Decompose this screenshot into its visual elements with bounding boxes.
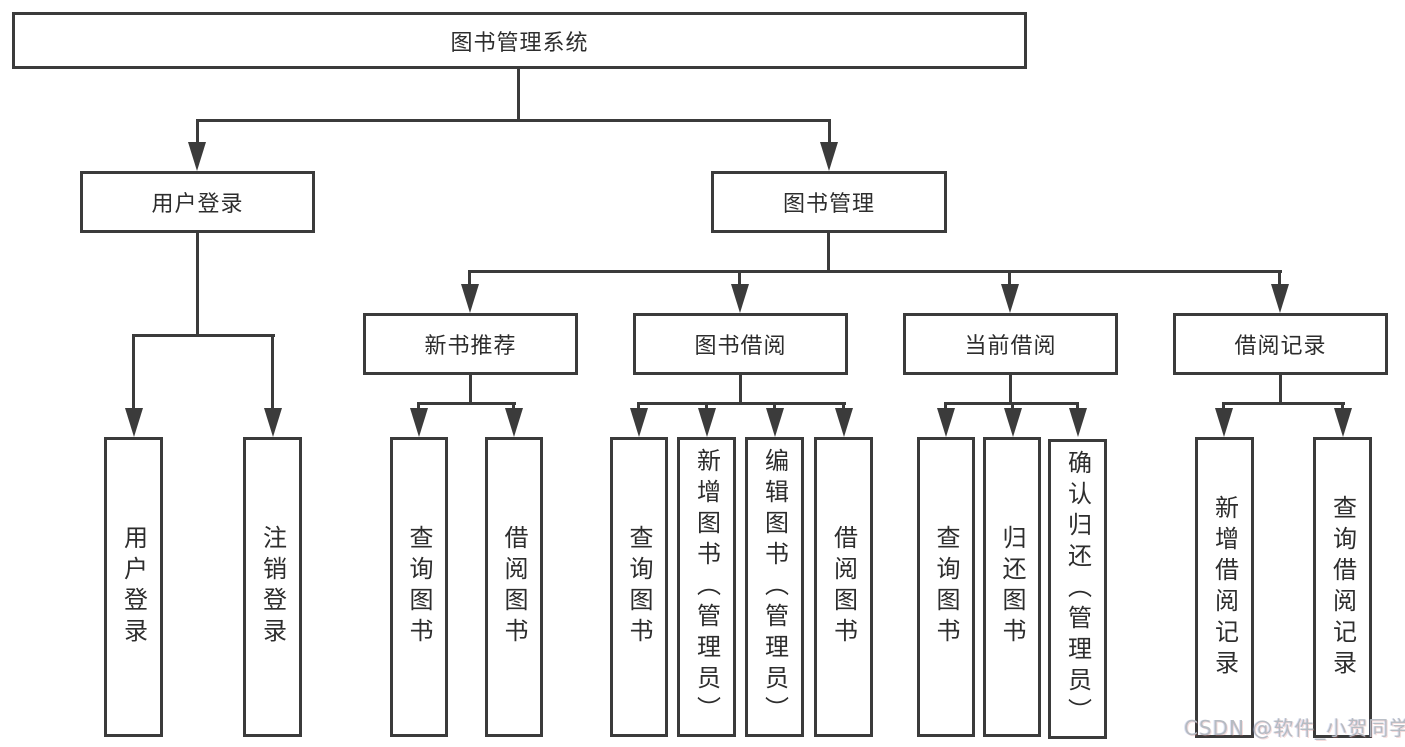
edge-borrowing-records-hbar (1222, 402, 1345, 405)
leaf-user-login: 用户登录 (104, 437, 163, 737)
edge-to-current-borrowing-shaft (1008, 270, 1011, 287)
edge-shaft (417, 402, 420, 411)
edge-new-book-stub (469, 375, 472, 405)
edge-to-borrowing-records-shaft (1278, 270, 1281, 287)
edge-book-borrowing-hbar (637, 402, 846, 405)
arrowhead-leaf-logout (264, 408, 282, 437)
leaf-query-books-2: 查询图书 (610, 437, 668, 737)
edge-current-borrowing-stub (1009, 375, 1012, 405)
edge-root-to-user-login-shaft (196, 119, 199, 145)
edge-root-stub (517, 69, 520, 122)
arrowhead-user-login (188, 142, 206, 171)
csdn-watermark: CSDN @软件_小贺同学 (1184, 716, 1405, 740)
leaf-edit-book-admin: 编辑图书（管理员） (745, 437, 804, 737)
edge-root-to-book-management-shaft (828, 119, 831, 145)
node-book-borrowing: 图书借阅 (633, 313, 848, 375)
arrowhead-query-books-2 (630, 408, 648, 437)
edge-book-management-hbar (468, 270, 1282, 273)
arrowhead-query-books-1 (410, 408, 428, 437)
edge-shaft (1222, 402, 1225, 411)
arrowhead-borrow-books-1 (505, 408, 523, 437)
edge-user-login-hbar (132, 334, 275, 337)
arrowhead-query-borrow-record (1334, 408, 1352, 437)
edge-shaft (1076, 402, 1079, 411)
arrowhead-edit-book-admin (766, 408, 784, 437)
arrowhead-add-book-admin (698, 408, 716, 437)
node-root: 图书管理系统 (12, 12, 1027, 69)
leaf-borrow-books-1: 借阅图书 (485, 437, 543, 737)
arrowhead-leaf-user-login (125, 408, 143, 437)
node-user-login: 用户登录 (80, 171, 315, 233)
edge-shaft (1011, 402, 1014, 411)
edge-shaft (944, 402, 947, 411)
edge-borrowing-records-stub (1279, 375, 1282, 405)
edge-to-book-borrowing-shaft (738, 270, 741, 287)
leaf-confirm-return-admin: 确认归还（管理员） (1048, 439, 1107, 739)
arrowhead-return-books (1004, 408, 1022, 437)
edge-shaft (842, 402, 845, 411)
node-new-book-recommendation: 新书推荐 (363, 313, 578, 375)
leaf-return-books: 归还图书 (983, 437, 1041, 737)
leaf-add-borrow-record: 新增借阅记录 (1195, 437, 1254, 738)
leaf-add-book-admin: 新增图书（管理员） (677, 437, 736, 737)
edge-user-login-stub (196, 233, 199, 337)
edge-to-new-book-shaft (468, 270, 471, 287)
leaf-query-borrow-record: 查询借阅记录 (1313, 437, 1372, 738)
arrowhead-query-books-3 (937, 408, 955, 437)
leaf-borrow-books-2: 借阅图书 (814, 437, 873, 737)
edge-shaft (1341, 402, 1344, 411)
leaf-query-books-1: 查询图书 (390, 437, 448, 737)
edge-shaft (512, 402, 515, 411)
arrowhead-book-management (820, 142, 838, 171)
edge-book-management-stub (827, 233, 830, 273)
arrowhead-confirm-return-admin (1069, 408, 1087, 437)
edge-new-book-hbar (417, 402, 516, 405)
arrowhead-new-book-recommendation (461, 284, 479, 313)
edge-shaft (773, 402, 776, 411)
edge-shaft (705, 402, 708, 411)
node-book-management: 图书管理 (711, 171, 947, 233)
node-current-borrowing: 当前借阅 (903, 313, 1118, 375)
node-borrowing-records: 借阅记录 (1173, 313, 1388, 375)
leaf-logout: 注销登录 (243, 437, 302, 737)
leaf-query-books-3: 查询图书 (917, 437, 975, 737)
edge-book-borrowing-stub (739, 375, 742, 405)
edge-to-leaf-logout-shaft (271, 334, 274, 411)
arrowhead-current-borrowing (1001, 284, 1019, 313)
arrowhead-book-borrowing (731, 284, 749, 313)
edge-root-hbar (196, 119, 831, 122)
arrowhead-add-borrow-record (1215, 408, 1233, 437)
edge-to-leaf-user-login-shaft (132, 334, 135, 411)
arrowhead-borrow-books-2 (835, 408, 853, 437)
edge-shaft (637, 402, 640, 411)
arrowhead-borrowing-records (1271, 284, 1289, 313)
